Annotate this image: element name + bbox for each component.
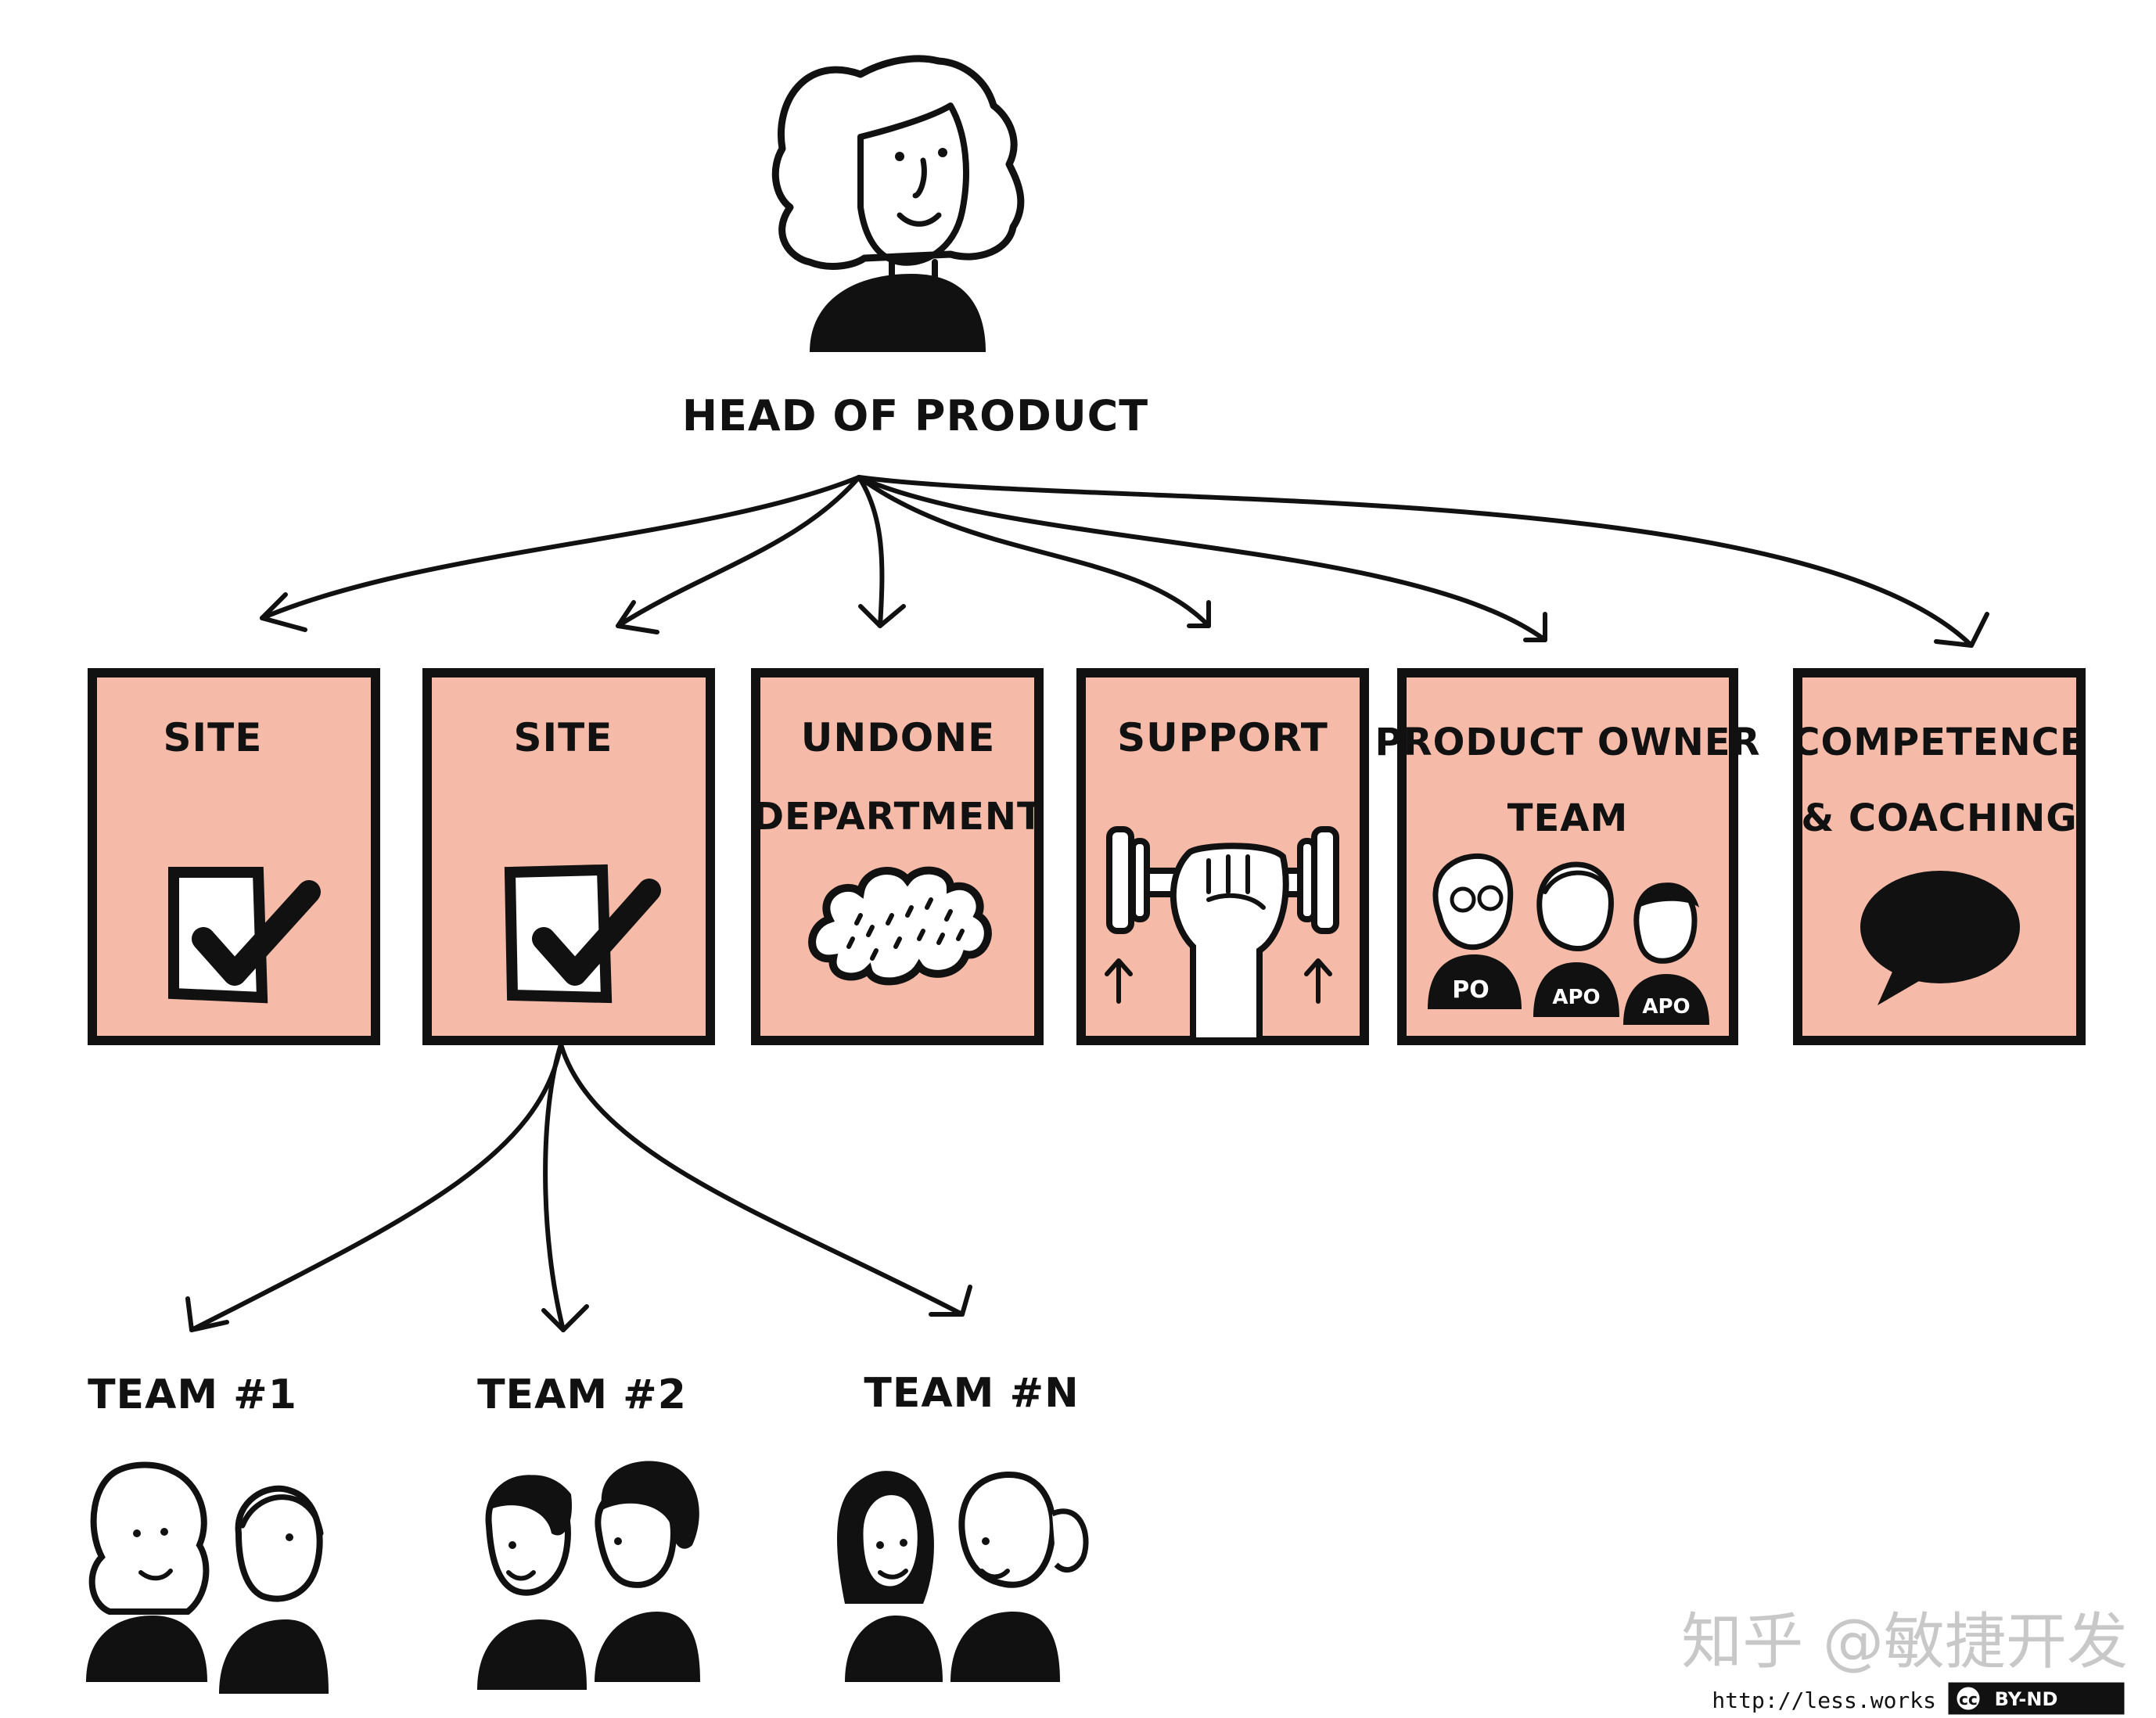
cc-license-badge: cc BY-ND [1948,1682,2125,1715]
apo-badge: APO [1552,986,1600,1009]
checkbox-check-icon [504,864,661,1004]
team-label-1: TEAM #1 [88,1371,297,1418]
unit-title-line: DEPARTMENT [753,795,1044,839]
watermark-text: 知乎 @敏捷开发 [1681,1607,2128,1677]
unit-box-support: SUPPORT [1076,668,1369,1045]
unit-title-line: & COACHING [1801,796,2077,840]
team-1-people [86,1461,329,1694]
head-to-units-arrows [260,475,1989,648]
unit-box-site-2: SITE [422,668,715,1045]
cc-icon: cc [1959,1690,1978,1709]
team-label-2: TEAM #2 [477,1371,687,1418]
speech-bubble-icon [1860,871,2020,1005]
rain-cloud-icon [808,866,992,986]
unit-box-competence-coaching: COMPETENCE & COACHING [1792,668,2086,1045]
site-to-teams-arrows [185,1042,972,1332]
three-people-icon: PO APO APO [1428,853,1709,1025]
unit-box-product-owner-team: PRODUCT OWNER TEAM PO APO APO [1374,668,1760,1045]
unit-title-line: SITE [514,715,613,760]
unit-title-line: PRODUCT OWNER [1374,721,1760,764]
team-n-people [837,1471,1089,1682]
unit-title-line: SITE [163,715,263,760]
unit-box-site-1: SITE [88,668,380,1045]
head-of-product-label: HEAD OF PRODUCT [682,391,1148,440]
checkbox-check-icon [168,867,321,1004]
footer-url[interactable]: http://less.works [1712,1687,1936,1713]
unit-title-line: UNDONE [801,715,995,760]
team-2-people [477,1461,700,1690]
unit-title-line: TEAM [1507,796,1628,840]
unit-box-undone-department: UNDONE DEPARTMENT [751,668,1044,1045]
po-badge: PO [1452,976,1489,1004]
unit-title-line: COMPETENCE [1792,721,2086,764]
head-of-product-avatar [771,55,1025,352]
team-label-n: TEAM #N [864,1370,1079,1417]
apo-badge: APO [1642,995,1690,1019]
license-text: BY-ND [1995,1688,2058,1710]
unit-title-line: SUPPORT [1117,715,1328,760]
dumbbell-fist-icon [1105,826,1339,1044]
